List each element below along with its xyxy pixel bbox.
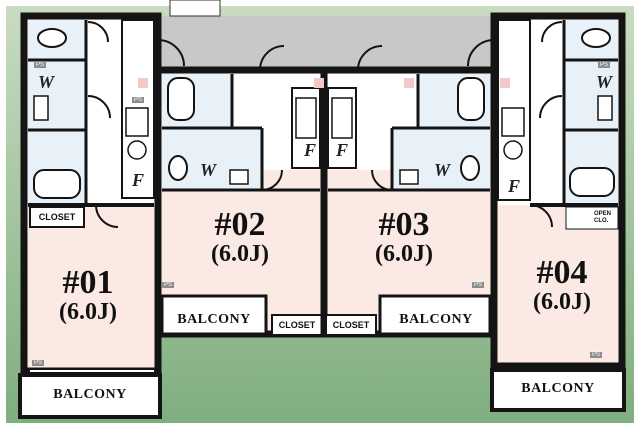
unit-03-size: (6.0J) bbox=[375, 241, 433, 267]
unit-02-closet: CLOSET bbox=[278, 320, 316, 330]
door-swing-icon bbox=[87, 21, 563, 228]
unit-04-number: #04 bbox=[536, 254, 588, 291]
unit-03-balcony: BALCONY bbox=[399, 312, 473, 327]
unit-02-size: (6.0J) bbox=[211, 241, 269, 267]
fridge-icon: F bbox=[507, 176, 520, 196]
fridge-icon: F bbox=[335, 140, 348, 160]
pipe-shaft-label: PS bbox=[590, 352, 603, 358]
unit-01-size: (6.0J) bbox=[59, 299, 117, 325]
unit-01-closet: CLOSET bbox=[38, 212, 76, 222]
bathtub-icon bbox=[33, 77, 615, 199]
pipe-shaft-label: PS bbox=[472, 282, 485, 288]
unit-01-number: #01 bbox=[62, 264, 114, 301]
pipe-shaft-label: PS bbox=[32, 360, 45, 366]
unit-04-open-closet: OPEN CLO. bbox=[594, 211, 612, 224]
unit-03-closet: CLOSET bbox=[332, 320, 370, 330]
fridge-icon: F bbox=[303, 140, 316, 160]
unit-02-number: #02 bbox=[214, 206, 266, 243]
washer-icon: W bbox=[37, 72, 54, 92]
unit-01-balcony: BALCONY bbox=[53, 387, 127, 402]
washer-icon: W bbox=[433, 160, 450, 180]
pipe-shaft-label: PS bbox=[132, 97, 145, 103]
unit-02-balcony: BALCONY bbox=[177, 312, 251, 327]
fridge-icon: F bbox=[131, 170, 144, 190]
corridor bbox=[158, 16, 498, 70]
unit-03-number: #03 bbox=[378, 206, 430, 243]
unit-04-balcony: BALCONY bbox=[521, 381, 595, 396]
washer-icon: W bbox=[595, 72, 612, 92]
pipe-shaft-label: PS bbox=[598, 62, 611, 68]
stove-icon bbox=[125, 97, 525, 160]
toilet-icon bbox=[37, 28, 611, 181]
washer-icon: W bbox=[199, 160, 216, 180]
pipe-shaft-label: PS bbox=[34, 62, 47, 68]
sink-icon bbox=[33, 95, 613, 185]
pipe-shaft-label: PS bbox=[162, 282, 175, 288]
unit-04-size: (6.0J) bbox=[533, 289, 591, 315]
